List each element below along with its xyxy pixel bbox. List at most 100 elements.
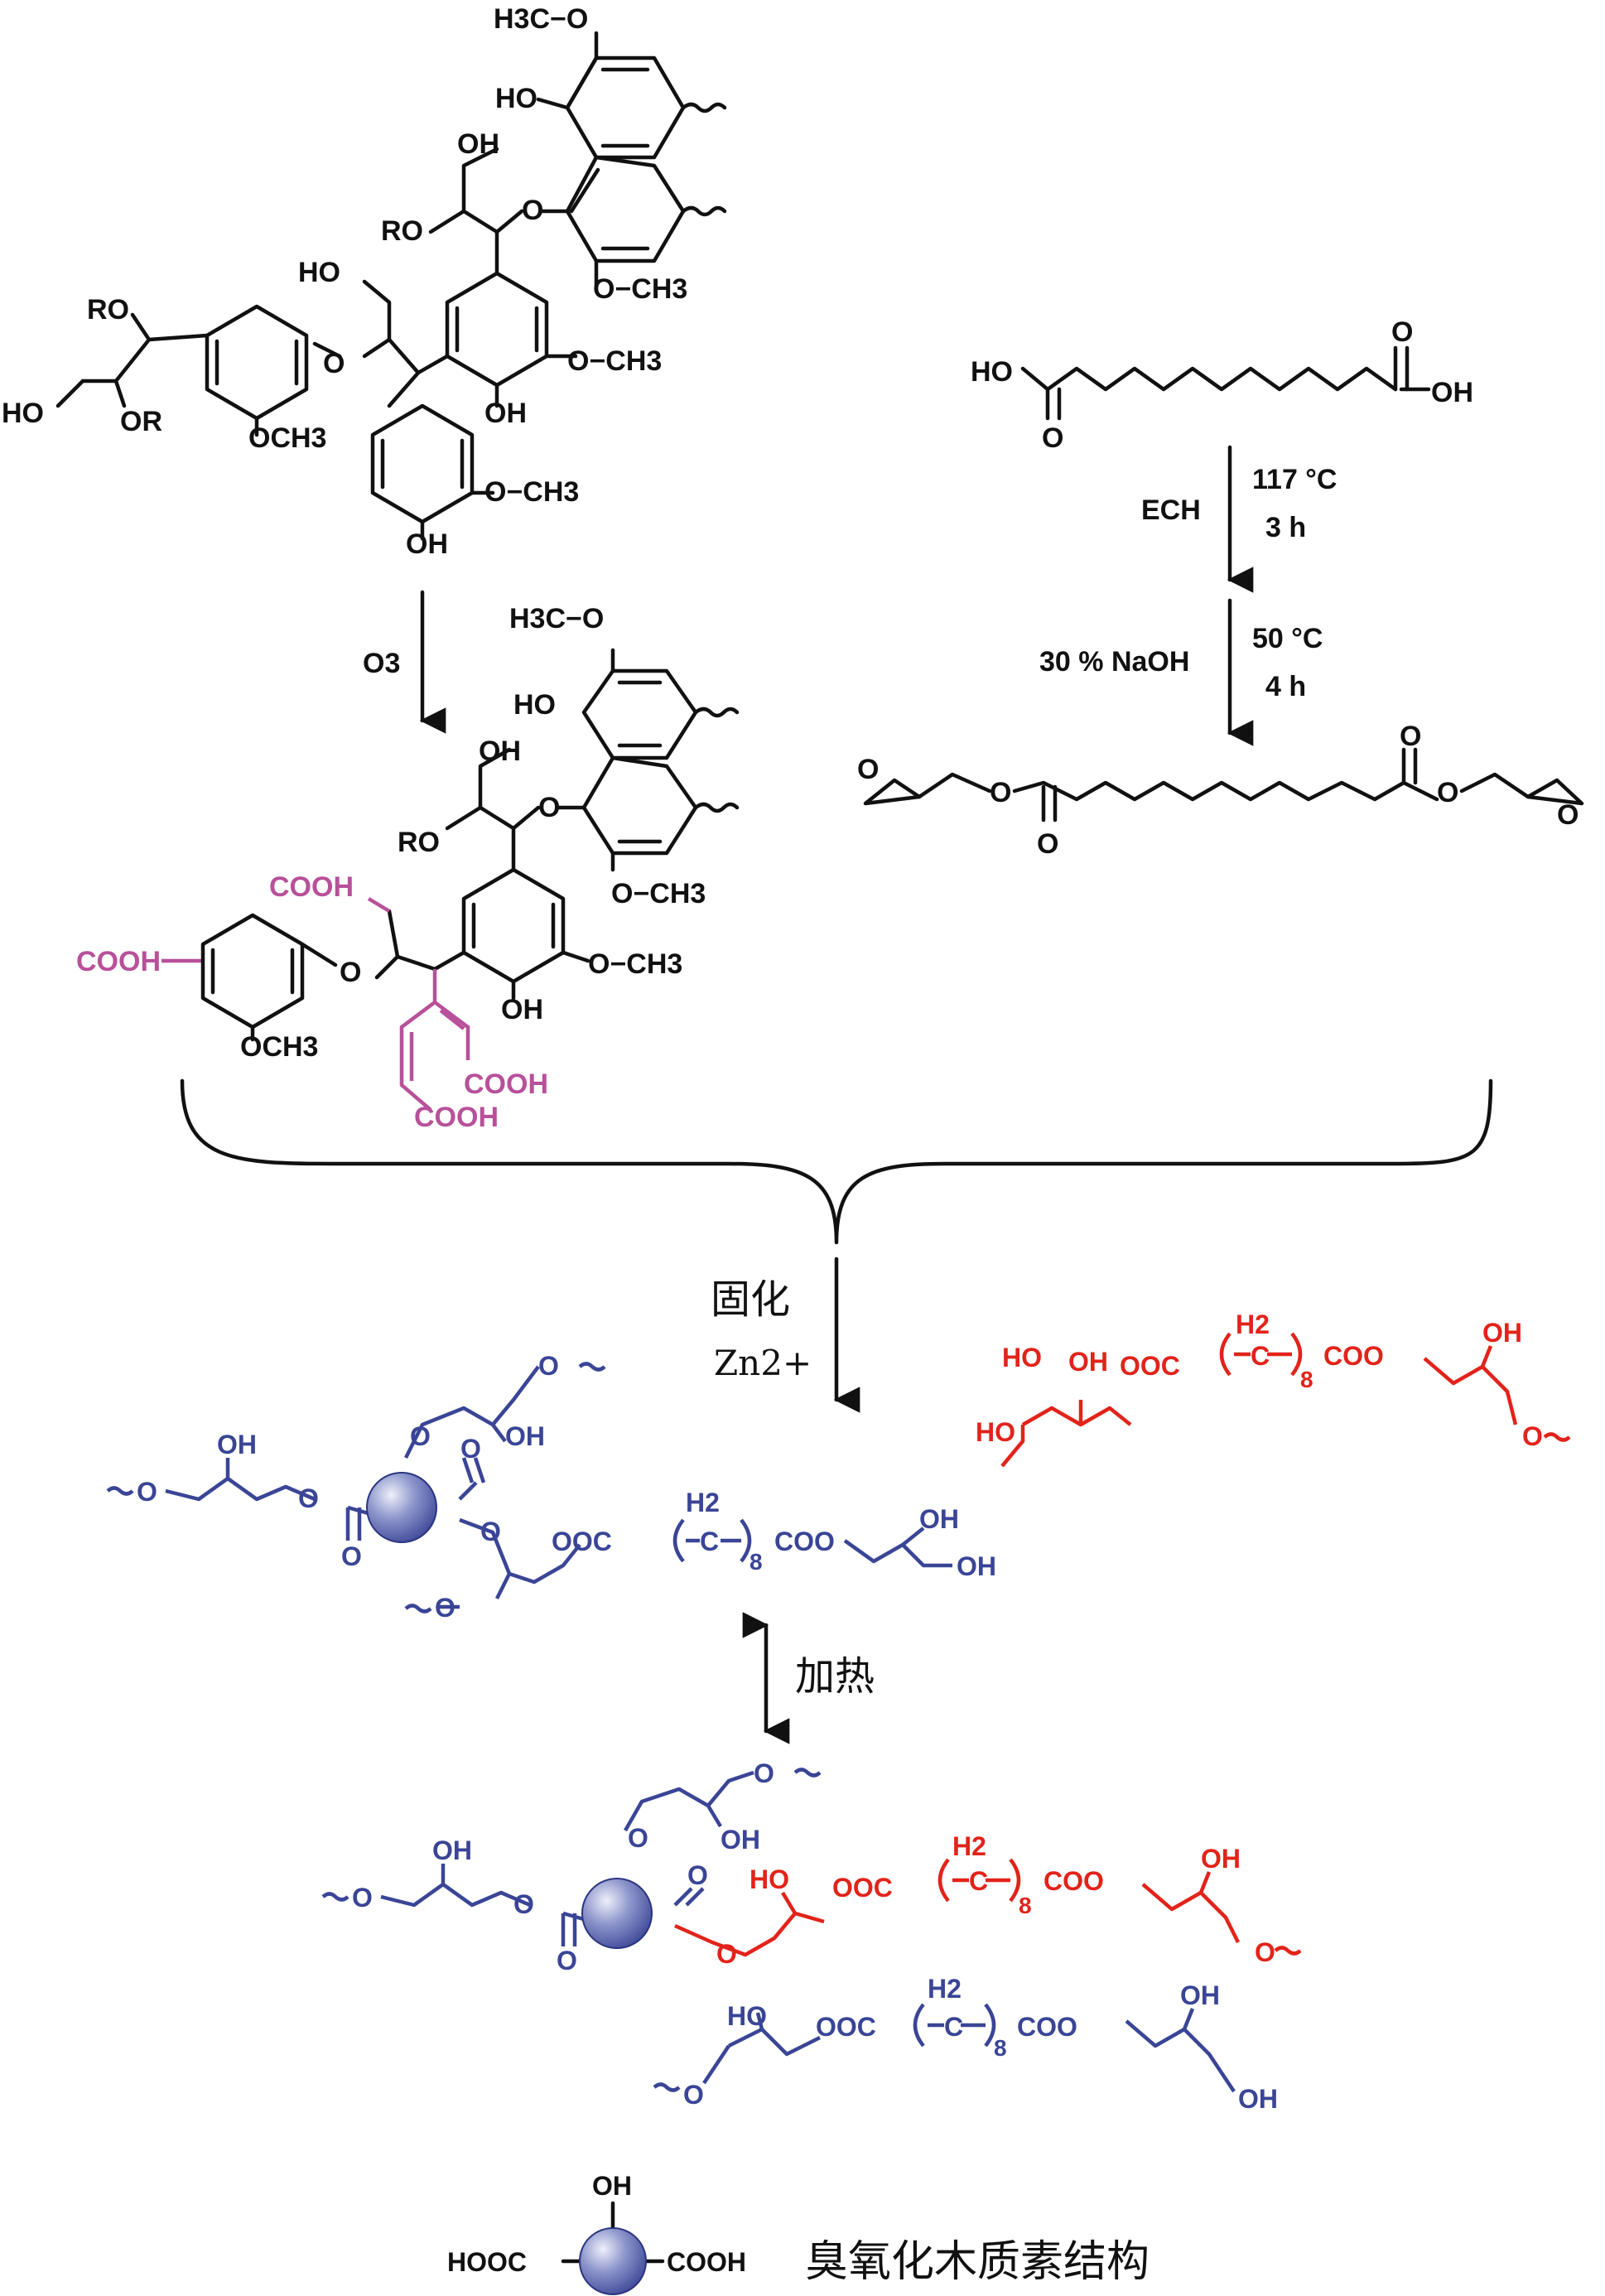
oh-label: OH	[484, 398, 527, 429]
oh-label: OH	[479, 736, 521, 767]
coo-label: COO	[774, 1527, 835, 1556]
oh-label: OH	[432, 1835, 472, 1865]
ro-label: RO	[381, 215, 423, 247]
oh-label: OH	[457, 128, 499, 160]
ether-o-label: O	[435, 1593, 455, 1623]
och3-label: OCH3	[240, 1031, 318, 1063]
och3-label: O−CH3	[611, 878, 706, 909]
ozonized-lignin-sphere	[581, 1878, 653, 1949]
zn-catalyst-label: Zn2+	[714, 1343, 812, 1383]
cooh-label: COOH	[464, 1068, 548, 1100]
lignin-structure: H3C−O HO OH RO O O−CH3 HO RO HO OR O OCH…	[2, 3, 727, 560]
cooh-label: COOH	[414, 1102, 499, 1133]
carbonyl-o-label: O	[460, 1434, 481, 1464]
carbonyl-o-label: O	[1391, 316, 1413, 348]
ether-o-label: O	[683, 2080, 704, 2110]
h2-label: H2	[686, 1488, 720, 1517]
legend-sphere	[579, 2227, 647, 2295]
repeat-count: 8	[749, 1549, 763, 1575]
ester-o-label: O	[513, 1889, 534, 1919]
ester-o-label: O	[1437, 777, 1458, 808]
carbonyl-o-label: O	[1042, 422, 1063, 454]
legend: OH HOOC COOH 臭氧化木质素结构	[447, 2171, 1150, 2295]
oh-label: OH	[1201, 1844, 1241, 1874]
carbonyl-o-label: O	[1037, 828, 1058, 860]
ester-o-label: O	[298, 1483, 319, 1513]
coo-label: COO	[1043, 1866, 1104, 1896]
curing-label: 固化	[711, 1276, 790, 1323]
coo-label: COO	[1017, 2012, 1077, 2042]
oh-label: OH	[1068, 1347, 1108, 1377]
repeat-count: 8	[1019, 1893, 1032, 1918]
ech-step: ECH 117 °C 3 h	[1141, 445, 1337, 593]
vitrimer-network-2: O OH O OH O O O O HO OOC H2 C 8 COO OH O…	[321, 1758, 1302, 2114]
ho-label: HO	[495, 83, 537, 114]
ozonized-lignin-structure: H3C−O HO OH RO O O−CH3 COOH COOH O OCH3 …	[76, 603, 740, 1133]
repeat-count: 8	[1300, 1367, 1313, 1392]
naoh-step: 30 % NaOH 50 °C 4 h	[1039, 598, 1323, 746]
oh-label: OH	[1482, 1318, 1522, 1348]
carbonyl-o-label: O	[687, 1860, 708, 1890]
sebacic-acid-structure: HO OH O O	[971, 316, 1473, 454]
ech-time: 3 h	[1265, 512, 1306, 543]
ester-o-label: O	[716, 1939, 737, 1969]
methylene-c-label: C	[700, 1527, 719, 1556]
ho-label: HO	[513, 689, 556, 721]
ester-o-label: O	[990, 777, 1011, 808]
heating-step: 加热	[742, 1612, 875, 1744]
ether-o-label: O	[522, 195, 543, 226]
h3co-label: H3C−O	[509, 603, 604, 634]
cooh-label: COOH	[269, 871, 354, 903]
methylene-c-label: C	[969, 1866, 988, 1896]
oh-label: OH	[406, 528, 448, 560]
ether-o-label: O	[323, 348, 345, 379]
oh-label: OH	[721, 1825, 760, 1855]
oh-label: OH	[1431, 377, 1473, 408]
epoxide-o-label: O	[857, 754, 879, 785]
och3-label: O−CH3	[567, 345, 662, 377]
ro-label: RO	[398, 827, 440, 858]
carbonyl-o-label: O	[1400, 721, 1421, 752]
naoh-reagent: 30 % NaOH	[1039, 646, 1189, 678]
epoxide-o-label: O	[1557, 799, 1578, 831]
h2-label: H2	[928, 1974, 962, 2004]
legend-caption: 臭氧化木质素结构	[805, 2237, 1150, 2287]
ho-label: HO	[971, 356, 1013, 388]
legend-oh: OH	[592, 2171, 632, 2201]
ether-o-label: O	[538, 792, 560, 823]
och3-label: O−CH3	[588, 948, 682, 980]
ether-o-label: O	[352, 1883, 373, 1913]
ozonolysis-step: O3	[363, 590, 446, 734]
methylene-c-label: C	[1251, 1341, 1270, 1371]
ether-o-label: O	[340, 957, 361, 988]
oh-label: OH	[505, 1421, 545, 1451]
ech-temperature: 117 °C	[1252, 464, 1337, 495]
coo-label: COO	[1323, 1341, 1384, 1371]
carbonyl-o-label: O	[341, 1541, 362, 1571]
ooc-label: OOC	[552, 1527, 612, 1556]
oh-label: OH	[217, 1430, 257, 1459]
methylene-c-label: C	[944, 2012, 963, 2042]
oh-label: OH	[1238, 2084, 1278, 2114]
h2-label: H2	[1236, 1310, 1270, 1339]
ozonized-lignin-sphere	[366, 1472, 437, 1543]
ho-label: HO	[298, 257, 340, 288]
ozone-reagent: O3	[363, 648, 400, 679]
repeat-count: 8	[994, 2035, 1007, 2061]
och3-label: O−CH3	[484, 476, 579, 508]
ho-label: HO	[2, 398, 44, 429]
carbonyl-o-label: O	[557, 1946, 577, 1975]
ho-label: HO	[976, 1417, 1015, 1447]
ether-o-label: O	[538, 1351, 559, 1381]
or-label: OR	[120, 406, 162, 437]
ho-label: HO	[727, 2001, 767, 2031]
naoh-temperature: 50 °C	[1252, 623, 1323, 654]
ech-reagent: ECH	[1141, 494, 1201, 526]
oh-label: OH	[919, 1504, 959, 1534]
sebacate-chain-red: HO OH OOC H2 C 8 COO OH O HO	[976, 1310, 1571, 1468]
ether-o-label: O	[137, 1477, 157, 1507]
cooh-label: COOH	[76, 946, 161, 977]
ho-label: HO	[749, 1864, 789, 1894]
heating-label: 加热	[795, 1653, 875, 1700]
